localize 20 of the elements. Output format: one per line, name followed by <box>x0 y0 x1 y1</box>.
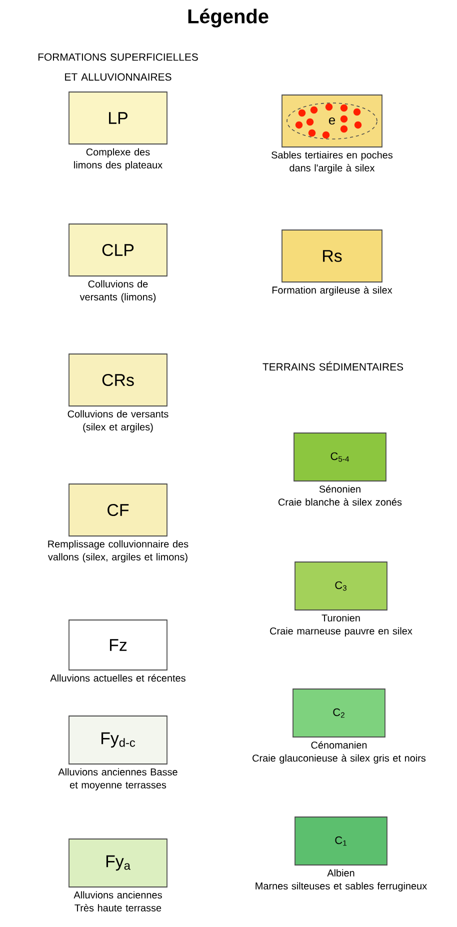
description-text: Turonien <box>322 614 360 622</box>
description-text: Formation argileuse à silex <box>272 286 392 296</box>
description-text: Alluvions anciennes Basse et moyenne terrasses <box>58 768 178 790</box>
description-text: Remplissage colluvionnaire des vallons (silex, argiles et limons) <box>48 540 188 562</box>
legend-title: Légende <box>188 8 268 28</box>
description-text: Sables tertiaires en poches dans l'argile à silex <box>272 151 393 174</box>
description-text: Cénomanien <box>311 741 367 749</box>
description-text: Complexe des limons des plateaux <box>74 148 162 170</box>
description-text: Albien <box>327 869 354 877</box>
description-text: Craie blanche à silex zonés <box>278 498 402 506</box>
description-text: Alluvions anciennes Très haute terrasse <box>74 891 162 912</box>
section-heading: TERRAINS SÉDIMENTAIRES <box>262 361 404 371</box>
section-heading: FORMATIONS SUPERFICIELLES ET ALLUVIONNAIRES <box>38 53 198 81</box>
description-text: Marnes silteuses et sables ferrugineux <box>256 882 427 892</box>
description-text: Alluvions actuelles et récentes <box>50 674 186 682</box>
description-text: Colluvions de versants (limons) <box>80 280 156 302</box>
description-text: Colluvions de versants (silex et argiles) <box>68 410 168 432</box>
description-text: Craie marneuse pauvre en silex <box>270 627 412 636</box>
description-text: Sénonien <box>319 485 360 493</box>
description-text: Craie glauconieuse à silex gris et noirs <box>252 754 426 764</box>
